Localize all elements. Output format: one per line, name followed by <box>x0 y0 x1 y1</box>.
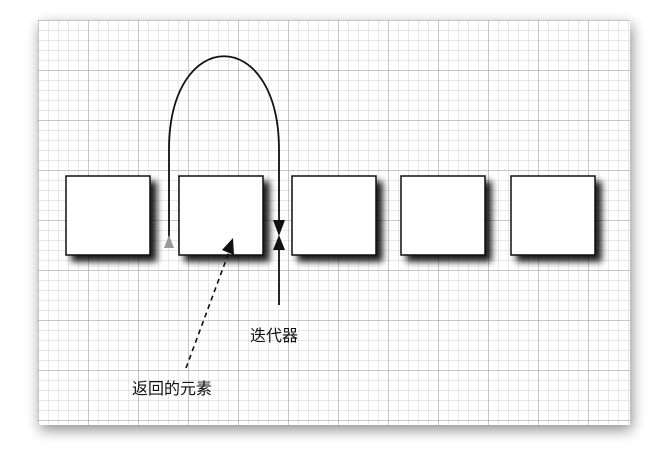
iteration-arc <box>164 55 285 248</box>
element-boxes <box>65 175 596 256</box>
returned-element-label: 返回的元素 <box>132 379 213 398</box>
iterator-pointer <box>273 235 285 305</box>
returned-element-pointer <box>185 238 234 369</box>
start-marker-icon <box>164 235 174 248</box>
dashed-arrowhead-icon <box>222 238 234 255</box>
element-box-3 <box>291 175 377 256</box>
arrowhead-up-icon <box>273 235 285 250</box>
element-box-4 <box>400 175 486 256</box>
element-box-2 <box>178 175 264 256</box>
arrowhead-down-icon <box>273 220 285 236</box>
element-box-5 <box>510 175 596 256</box>
iterator-label: 迭代器 <box>250 326 299 345</box>
element-box-1 <box>65 175 151 256</box>
